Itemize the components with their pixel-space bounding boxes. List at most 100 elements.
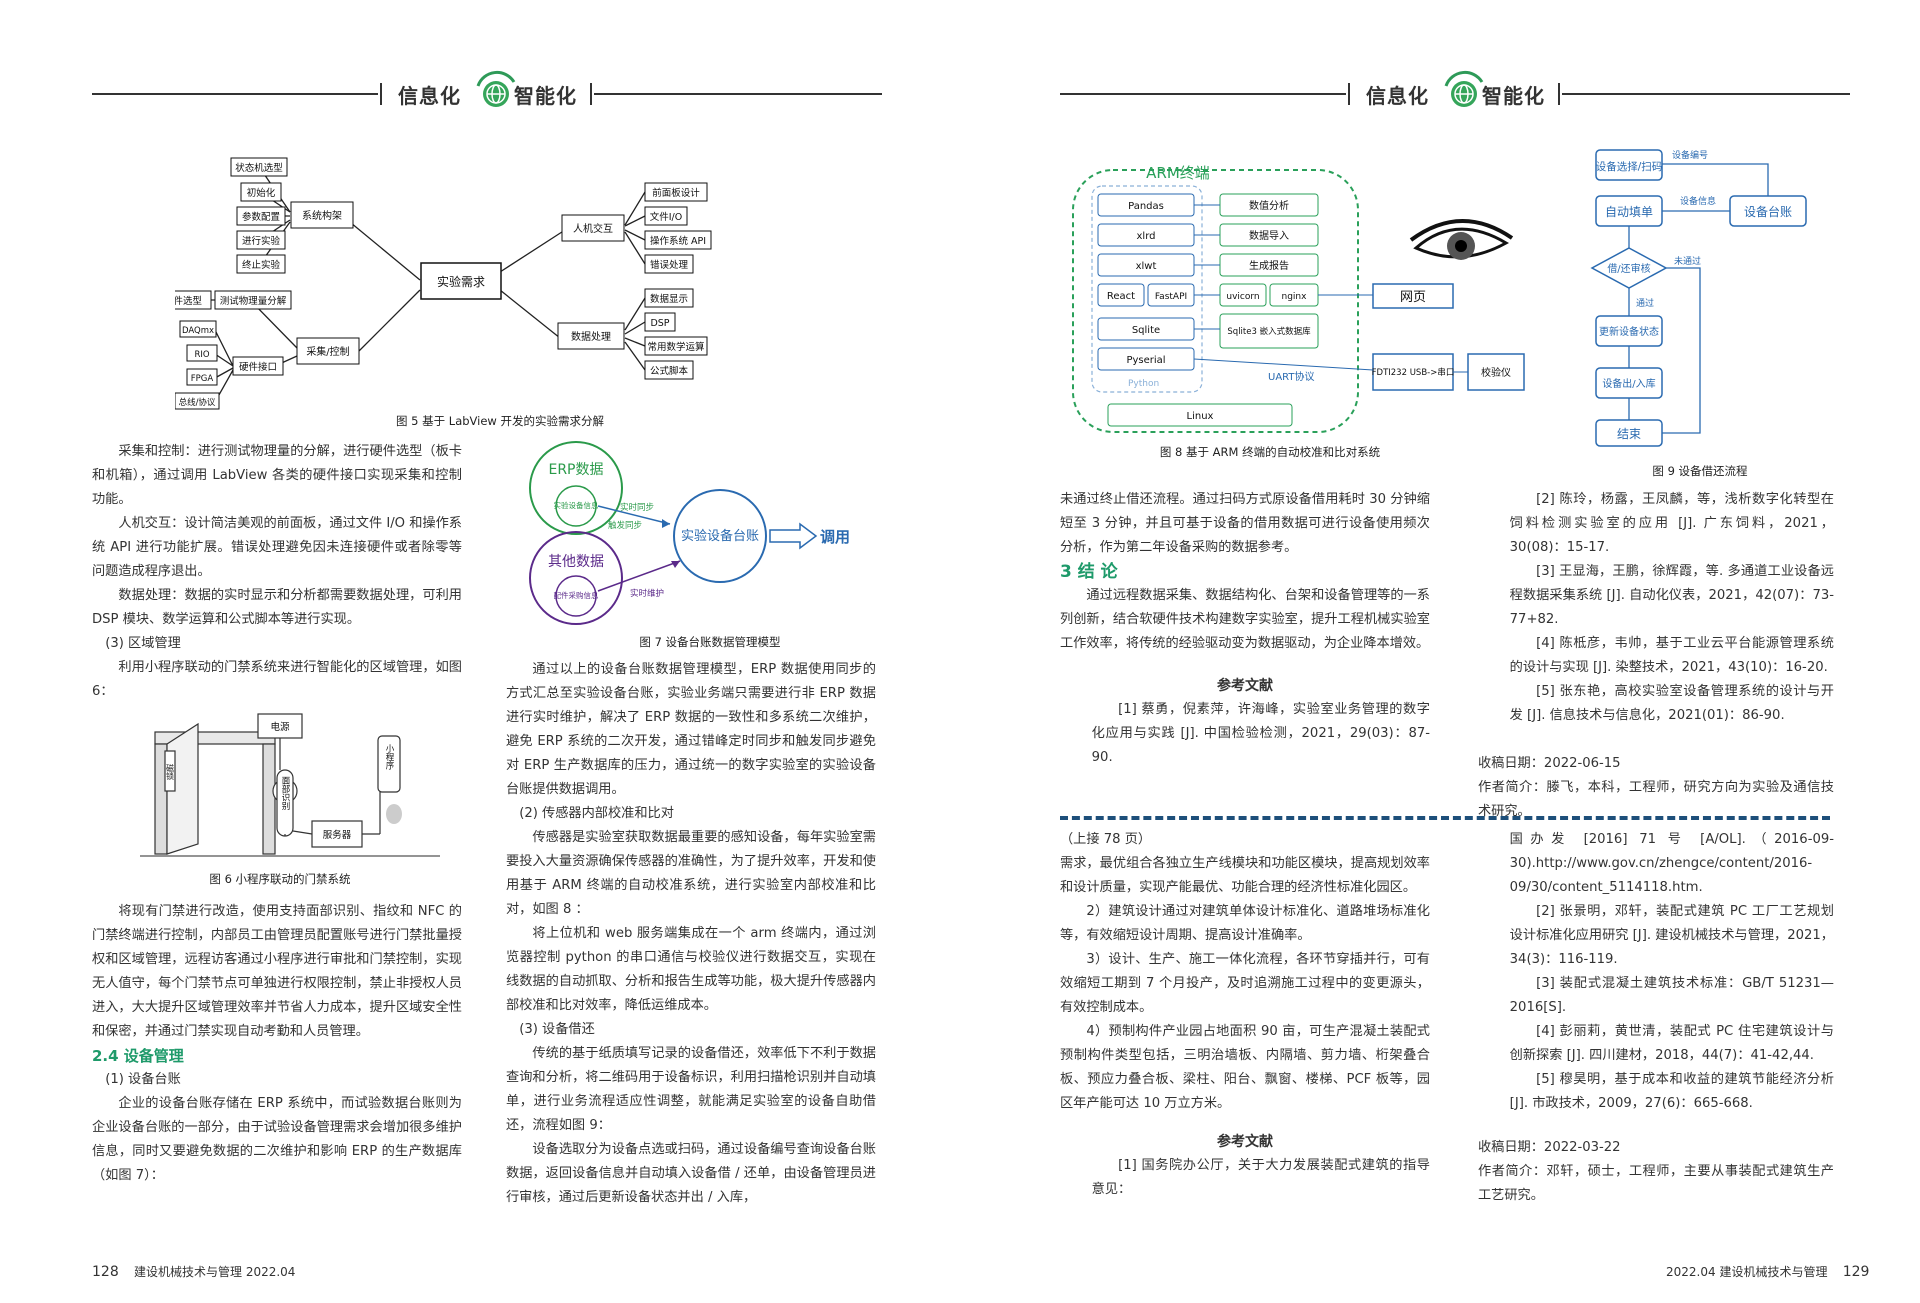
fig5-b4-3: 公式脚本 xyxy=(650,365,689,377)
fig6-app: 小程序 xyxy=(384,743,394,770)
fig8-func-2: 生成报告 xyxy=(1249,259,1289,272)
fig5-center: 实验需求 xyxy=(437,274,485,289)
fig6-face: 面部识别 xyxy=(280,776,290,811)
fig8-uart: UART协议 xyxy=(1268,370,1315,383)
figure-8-arm-system: ARM终端 Pandas xlrd xlwt React FastAPI Sql… xyxy=(1072,164,1525,433)
right-column-3: （上接 78 页） 需求，最优组合各独立生产线模块和功能区模块，提高规划效率和设… xyxy=(1060,828,1430,1202)
fig5-branch4: 数据处理 xyxy=(571,330,611,343)
fig7-sync1: 实时同步 xyxy=(620,502,654,513)
reference: 国办发 [2016] 71 号 [A/OL].（2016-09-30).http… xyxy=(1509,832,1834,895)
left-column-1b: 将现有门禁进行改造，使用支持面部识别、指纹和 NFC 的门禁终端进行控制，内部员… xyxy=(92,900,462,1188)
author-info: 作者简介：邓轩，硕士，工程师，主要从事装配式建筑生产工艺研究。 xyxy=(1478,1164,1834,1203)
page-number: 128 xyxy=(92,1264,119,1280)
fig5-b4-1: DSP xyxy=(650,318,669,329)
section-heading: 2.4 设备管理 xyxy=(92,1047,184,1065)
right-column-1: 未通过终止借还流程。通过扫码方式原设备借用耗时 30 分钟缩短至 3 分钟，并且… xyxy=(1060,488,1430,770)
fig9-select: 设备选择/扫码 xyxy=(1596,160,1663,173)
fig5-b4-0: 数据显示 xyxy=(650,293,688,305)
fig8-arm: ARM终端 xyxy=(1146,164,1210,182)
fig7-caption: 图 7 设备台账数据管理模型 xyxy=(639,635,781,649)
header-right-text: 智能化 xyxy=(1482,84,1545,108)
header-left-text: 信息化 xyxy=(1366,84,1429,108)
page-header-right: 信息化 智能化 xyxy=(1060,66,1850,122)
fig5-b3-a: 硬件选型 xyxy=(175,295,202,307)
journal-name: 2022.04 建设机械技术与管理 xyxy=(1666,1265,1828,1279)
fig6-server: 服务器 xyxy=(323,829,352,841)
fig8-linux: Linux xyxy=(1187,411,1214,422)
header-right-text: 智能化 xyxy=(514,84,577,108)
footer-left: 128 建设机械技术与管理 2022.04 xyxy=(92,1263,295,1280)
figure-5-mindmap: 实验需求 系统构架 状态机选型 初始化 参数配置 进行实验 终止实验 人机交互 … xyxy=(175,157,712,410)
fig9-pass: 通过 xyxy=(1636,297,1654,309)
fig5-b3-a2: 测试物理量分解 xyxy=(220,295,287,307)
fig5-b1-2: 参数配置 xyxy=(242,211,280,223)
footer-right: 2022.04 建设机械技术与管理 129 xyxy=(1666,1263,1869,1280)
paragraph: 数据处理：数据的实时显示和分析都需要数据处理，可利用 DSP 模块、数学运算和公… xyxy=(92,588,462,627)
fig8-web: 网页 xyxy=(1400,290,1426,305)
fig5-b1-4: 终止实验 xyxy=(242,259,281,271)
figure-7-ledger-model: ERP数据 实验设备信息 其他数据 配件采购信息 实时同步 触发同步 实时维护 … xyxy=(529,441,850,625)
received-date: 收稿日期：2022-06-15 xyxy=(1478,756,1621,771)
paragraph: 3）设计、生产、施工一体化流程，各环节穿插并行，可有效缩短工期到 7 个月投产，… xyxy=(1060,952,1430,1015)
fig7-maint: 实时维护 xyxy=(630,588,664,599)
reference: [1] 国务院办公厅，关于大力发展装配式建筑的指导意见： xyxy=(1091,1158,1430,1197)
fig5-b3-b: 硬件接口 xyxy=(239,361,277,373)
globe-icon xyxy=(1444,70,1484,107)
fig5-b2-0: 前面板设计 xyxy=(652,187,700,199)
paragraph: 采集和控制：进行测试物理量的分解，进行硬件选型（板卡和机箱），通过调用 LabV… xyxy=(92,444,462,507)
fig5-branch3: 采集/控制 xyxy=(306,345,349,358)
fig8-calib: 校验仪 xyxy=(1481,366,1511,379)
fig7-sync2: 触发同步 xyxy=(608,520,642,531)
fig8-py-6: Pyserial xyxy=(1126,355,1165,366)
paragraph: 需求，最优组合各独立生产线模块和功能区模块，提高规划效率和设计质量，实现产能最优… xyxy=(1060,856,1430,895)
fig9-audit: 借/还审核 xyxy=(1607,262,1650,275)
fig5-b2-3: 错误处理 xyxy=(650,259,689,271)
page-number: 129 xyxy=(1842,1264,1870,1280)
fig5-b3-b2: FPGA xyxy=(191,374,214,384)
subheading: (3) 区域管理 xyxy=(105,636,181,651)
author-info: 作者简介：滕飞，本科，工程师，研究方向为实验及通信技术研究。 xyxy=(1478,780,1834,819)
fig9-caption: 图 9 设备借还流程 xyxy=(1652,464,1748,478)
journal-name: 建设机械技术与管理 2022.04 xyxy=(134,1265,296,1279)
fig9-ledger: 设备台账 xyxy=(1744,204,1792,219)
fig5-b1-0: 状态机选型 xyxy=(235,162,283,174)
fig8-py-2: xlwt xyxy=(1136,261,1157,272)
figure-9-flowchart: 设备选择/扫码 设备台账 自动填单 借/还审核 更新设备状态 设备出/入库 结束… xyxy=(1590,149,1807,447)
fig7-use: 调用 xyxy=(820,528,850,546)
reference: [2] 张景明，邓轩，装配式建筑 PC 工厂工艺规划设计标准化应用研究 [J].… xyxy=(1509,904,1834,967)
right-column-4: 国办发 [2016] 71 号 [A/OL].（2016-09-30).http… xyxy=(1478,828,1834,1208)
fig8-python: Python xyxy=(1128,379,1159,389)
fig5-caption: 图 5 基于 LabView 开发的实验需求分解 xyxy=(396,414,604,428)
references-heading: 参考文献 xyxy=(1217,678,1273,694)
paragraph: 通过远程数据采集、数据结构化、台架和设备管理等的一系列创新，结合软硬件技术构建数… xyxy=(1060,588,1430,651)
paragraph: 利用小程序联动的门禁系统来进行智能化的区域管理，如图 6： xyxy=(92,660,462,699)
paragraph: 企业的设备台账存储在 ERP 系统中，而试验数据台账则为企业设备台账的一部分，由… xyxy=(92,1096,462,1183)
subheading: (3) 设备借还 xyxy=(519,1022,595,1037)
fig5-b3-b0: DAQmx xyxy=(182,326,214,336)
left-column-1: 采集和控制：进行测试物理量的分解，进行硬件选型（板卡和机箱），通过调用 LabV… xyxy=(92,440,462,704)
fig8-caption: 图 8 基于 ARM 终端的自动校准和比对系统 xyxy=(1159,445,1381,459)
fig6-power: 电源 xyxy=(270,721,290,733)
globe-icon xyxy=(476,70,516,107)
page-header-left: 信息化 智能化 xyxy=(92,66,882,122)
right-page: 信息化 智能化 ARM终端 Pandas xlrd xlwt React Fas… xyxy=(960,0,1920,1303)
fig9-auto: 自动填单 xyxy=(1605,205,1653,219)
fig7-erp-inner: 实验设备信息 xyxy=(554,500,599,510)
fig9-update: 更新设备状态 xyxy=(1599,325,1659,338)
paragraph: 通过以上的设备台账数据管理模型，ERP 数据使用同步的方式汇总至实验设备台账，实… xyxy=(506,662,876,797)
reference: [2] 陈玲，杨露，王凤麟，等，浅析数字化转型在饲料检测实验室的应用 [J]. … xyxy=(1509,492,1834,555)
fig9-inout: 设备出/入库 xyxy=(1602,377,1655,390)
reference: [1] 蔡勇，倪素萍，许海峰，实验室业务管理的数字化应用与实践 [J]. 中国检… xyxy=(1091,702,1430,765)
fig5-b2-1: 文件I/O xyxy=(650,211,682,223)
paragraph: 2）建筑设计通过对建筑单体设计标准化、道路堆场标准化等，有效缩短设计周期、提高设… xyxy=(1060,904,1430,943)
fig8-py-5: Sqlite xyxy=(1132,325,1160,336)
paragraph: 将上位机和 web 服务端集成在一个 arm 终端内，通过浏览器控制 pytho… xyxy=(506,926,876,1013)
fig9-info: 设备信息 xyxy=(1680,195,1716,207)
received-date: 收稿日期：2022-03-22 xyxy=(1478,1140,1621,1155)
subheading: (1) 设备台账 xyxy=(105,1072,181,1087)
fig9-code: 设备编号 xyxy=(1672,149,1708,161)
eye-icon xyxy=(1409,219,1514,260)
fig5-b4-2: 常用数学运算 xyxy=(647,341,704,353)
paragraph: 将现有门禁进行改造，使用支持面部识别、指纹和 NFC 的门禁终端进行控制，内部员… xyxy=(92,904,462,1039)
fig8-func-0: 数值分析 xyxy=(1249,199,1289,212)
